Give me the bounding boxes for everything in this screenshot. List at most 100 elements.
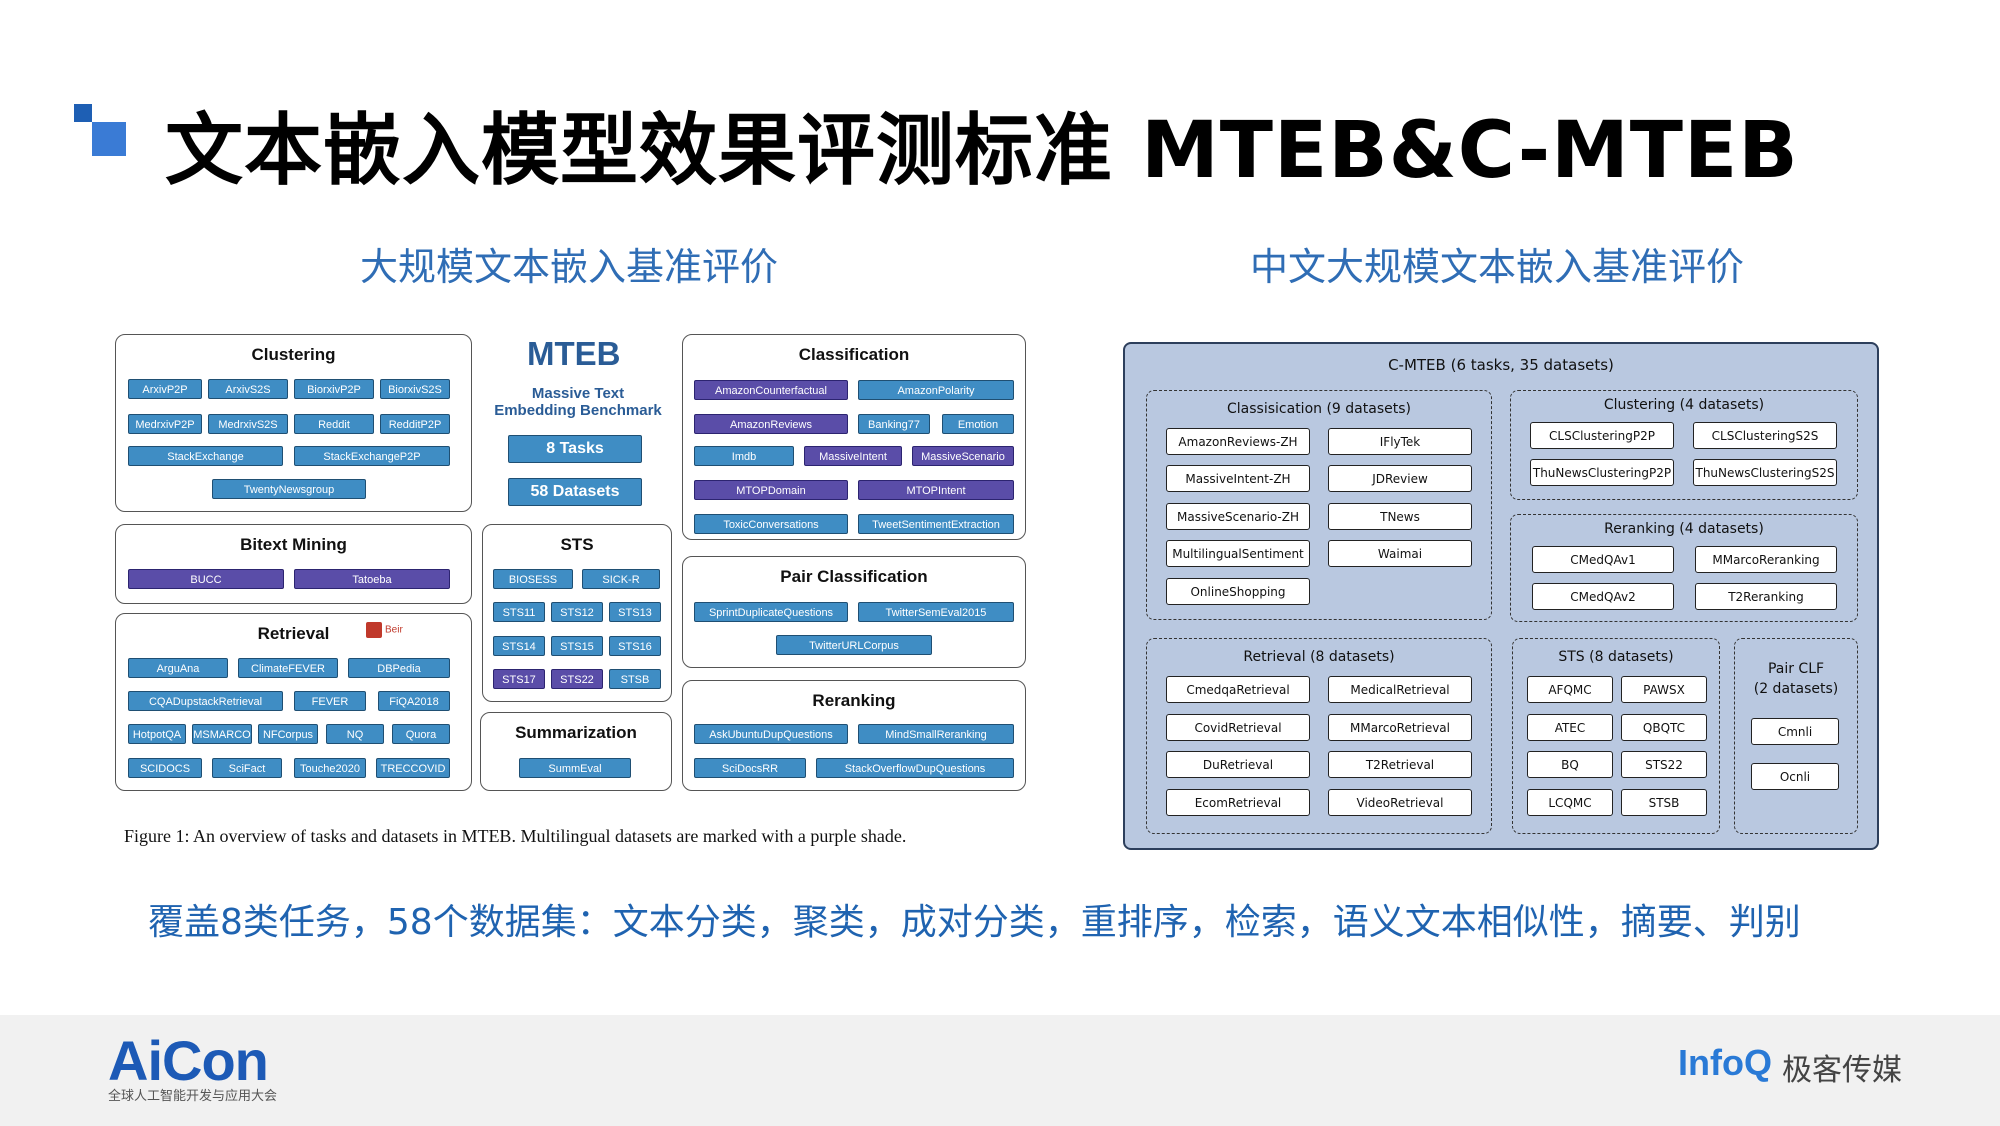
dataset-chip: MassiveScenario	[912, 446, 1014, 466]
dataset-chip: AmazonPolarity	[858, 380, 1014, 400]
beir-label: Beir	[385, 624, 403, 636]
dataset-chip: CmedqaRetrieval	[1166, 676, 1310, 703]
cmteb-title: C-MTEB (6 tasks, 35 datasets)	[1388, 356, 1614, 374]
dataset-chip: OnlineShopping	[1166, 578, 1310, 605]
dataset-chip: TwentyNewsgroup	[212, 479, 366, 499]
panel-title: Summarization	[515, 723, 637, 742]
mteb-panel-classification: Classification	[682, 334, 1026, 540]
panel-title: Classification	[798, 345, 910, 364]
dataset-chip: IFlyTek	[1328, 428, 1472, 455]
dataset-chip: ATEC	[1527, 714, 1613, 741]
dataset-chip: EcomRetrieval	[1166, 789, 1310, 816]
page-title: 文本嵌入模型效果评测标准 MTEB&C-MTEB	[165, 106, 1799, 196]
dataset-chip: Tatoeba	[294, 569, 450, 589]
dataset-chip: STS13	[609, 602, 661, 622]
dataset-chip: QBQTC	[1621, 714, 1707, 741]
dataset-chip: MTOPDomain	[694, 480, 848, 500]
dataset-chip: MedicalRetrieval	[1328, 676, 1472, 703]
dataset-chip: Imdb	[694, 446, 794, 466]
dataset-chip: MMarcoReranking	[1695, 546, 1837, 573]
dataset-chip: STS16	[609, 636, 661, 656]
dataset-chip: MassiveIntent	[804, 446, 902, 466]
dataset-chip: STSB	[1621, 789, 1707, 816]
dataset-chip: FEVER	[294, 691, 366, 711]
dataset-chip: BQ	[1527, 751, 1613, 778]
dataset-chip: BUCC	[128, 569, 284, 589]
dataset-chip: AFQMC	[1527, 676, 1613, 703]
beir-icon	[366, 622, 382, 638]
dataset-chip: ArguAna	[128, 658, 228, 678]
infoq-logo: InfoQ	[1678, 1042, 1772, 1083]
dataset-chip: MMarcoRetrieval	[1328, 714, 1472, 741]
panel-title: Pair Classification	[780, 567, 928, 586]
dataset-chip: TNews	[1328, 503, 1472, 530]
cmteb-group-pair-clf: Pair CLF (2 datasets)	[1734, 638, 1858, 834]
mteb-full-name: Massive Text Embedding Benchmark	[478, 385, 678, 419]
dataset-chip: NFCorpus	[258, 724, 318, 744]
dataset-chip: CLSClusteringS2S	[1693, 422, 1837, 449]
dataset-chip: StackExchange	[128, 446, 283, 466]
dataset-chip: RedditP2P	[380, 414, 450, 434]
dataset-chip: CQADupstackRetrieval	[128, 691, 283, 711]
subtitle-cmteb: 中文大规模文本嵌入基准评价	[1250, 245, 1745, 289]
dataset-chip: ArxivS2S	[208, 379, 288, 399]
dataset-chip: ToxicConversations	[694, 514, 848, 534]
cmteb-group-classification: Classisication (9 datasets)	[1146, 390, 1492, 620]
group-title: Reranking (4 datasets)	[1604, 521, 1764, 537]
panel-title: Retrieval	[257, 624, 330, 643]
cmteb-group-sts: STS (8 datasets)	[1512, 638, 1720, 834]
dataset-chip: DBPedia	[348, 658, 450, 678]
mteb-logo: MTEB	[527, 335, 621, 372]
dataset-chip: STS17	[493, 669, 545, 689]
dataset-chip: SummEval	[519, 758, 631, 778]
dataset-chip: ThuNewsClusteringP2P	[1530, 459, 1674, 486]
dataset-chip: CovidRetrieval	[1166, 714, 1310, 741]
dataset-chip: Cmnli	[1751, 718, 1839, 745]
dataset-chip: HotpotQA	[128, 724, 186, 744]
dataset-chip: SCIDOCS	[128, 758, 202, 778]
summary-text: 覆盖8类任务，58个数据集：文本分类，聚类，成对分类，重排序，检索，语义文本相似…	[148, 902, 1801, 943]
dataset-chip: CLSClusteringP2P	[1530, 422, 1674, 449]
dataset-chip: MassiveIntent-ZH	[1166, 465, 1310, 492]
dataset-chip: CMedQAv1	[1532, 546, 1674, 573]
group-title-line2: (2 datasets)	[1753, 681, 1839, 697]
dataset-chip: TRECCOVID	[376, 758, 450, 778]
tasks-badge: 8 Tasks	[508, 435, 642, 463]
dataset-chip: STS14	[493, 636, 545, 656]
dataset-chip: MindSmallReranking	[858, 724, 1014, 744]
dataset-chip: STSB	[609, 669, 661, 689]
dataset-chip: Waimai	[1328, 540, 1472, 567]
dataset-chip: T2Retrieval	[1328, 751, 1472, 778]
mteb-panel-bitext: Bitext Mining	[115, 524, 472, 604]
dataset-chip: MedrxivS2S	[208, 414, 288, 434]
dataset-chip: AmazonReviews	[694, 414, 848, 434]
dataset-chip: NQ	[326, 724, 384, 744]
dataset-chip: STS11	[493, 602, 545, 622]
dataset-chip: Reddit	[294, 414, 374, 434]
dataset-chip: MTOPIntent	[858, 480, 1014, 500]
dataset-chip: PAWSX	[1621, 676, 1707, 703]
dataset-chip: SciDocsRR	[694, 758, 806, 778]
panel-title: Bitext Mining	[240, 535, 347, 554]
group-title: STS (8 datasets)	[1558, 649, 1674, 665]
brand-name: 极客传媒	[1782, 1053, 1902, 1088]
panel-title: STS	[560, 535, 594, 554]
dataset-chip: VideoRetrieval	[1328, 789, 1472, 816]
dataset-chip: Emotion	[942, 414, 1014, 434]
mteb-panel-summarization: Summarization	[480, 712, 672, 791]
dataset-chip: TwitterURLCorpus	[776, 635, 932, 655]
dataset-chip: MedrxivP2P	[128, 414, 202, 434]
group-title-line1: Pair CLF	[1767, 661, 1825, 677]
dataset-chip: DuRetrieval	[1166, 751, 1310, 778]
dataset-chip: JDReview	[1328, 465, 1472, 492]
dataset-chip: StackOverflowDupQuestions	[816, 758, 1014, 778]
dataset-chip: LCQMC	[1527, 789, 1613, 816]
dataset-chip: AmazonReviews-ZH	[1166, 428, 1310, 455]
group-title: Retrieval (8 datasets)	[1243, 649, 1395, 665]
beir-logo: Beir	[366, 622, 422, 644]
aicon-logo: AiCon	[108, 1029, 269, 1092]
group-title: Clustering (4 datasets)	[1603, 397, 1765, 413]
dataset-chip: SICK-R	[582, 569, 660, 589]
dataset-chip: Banking77	[858, 414, 930, 434]
mteb-full-name-line2: Embedding Benchmark	[494, 402, 662, 419]
